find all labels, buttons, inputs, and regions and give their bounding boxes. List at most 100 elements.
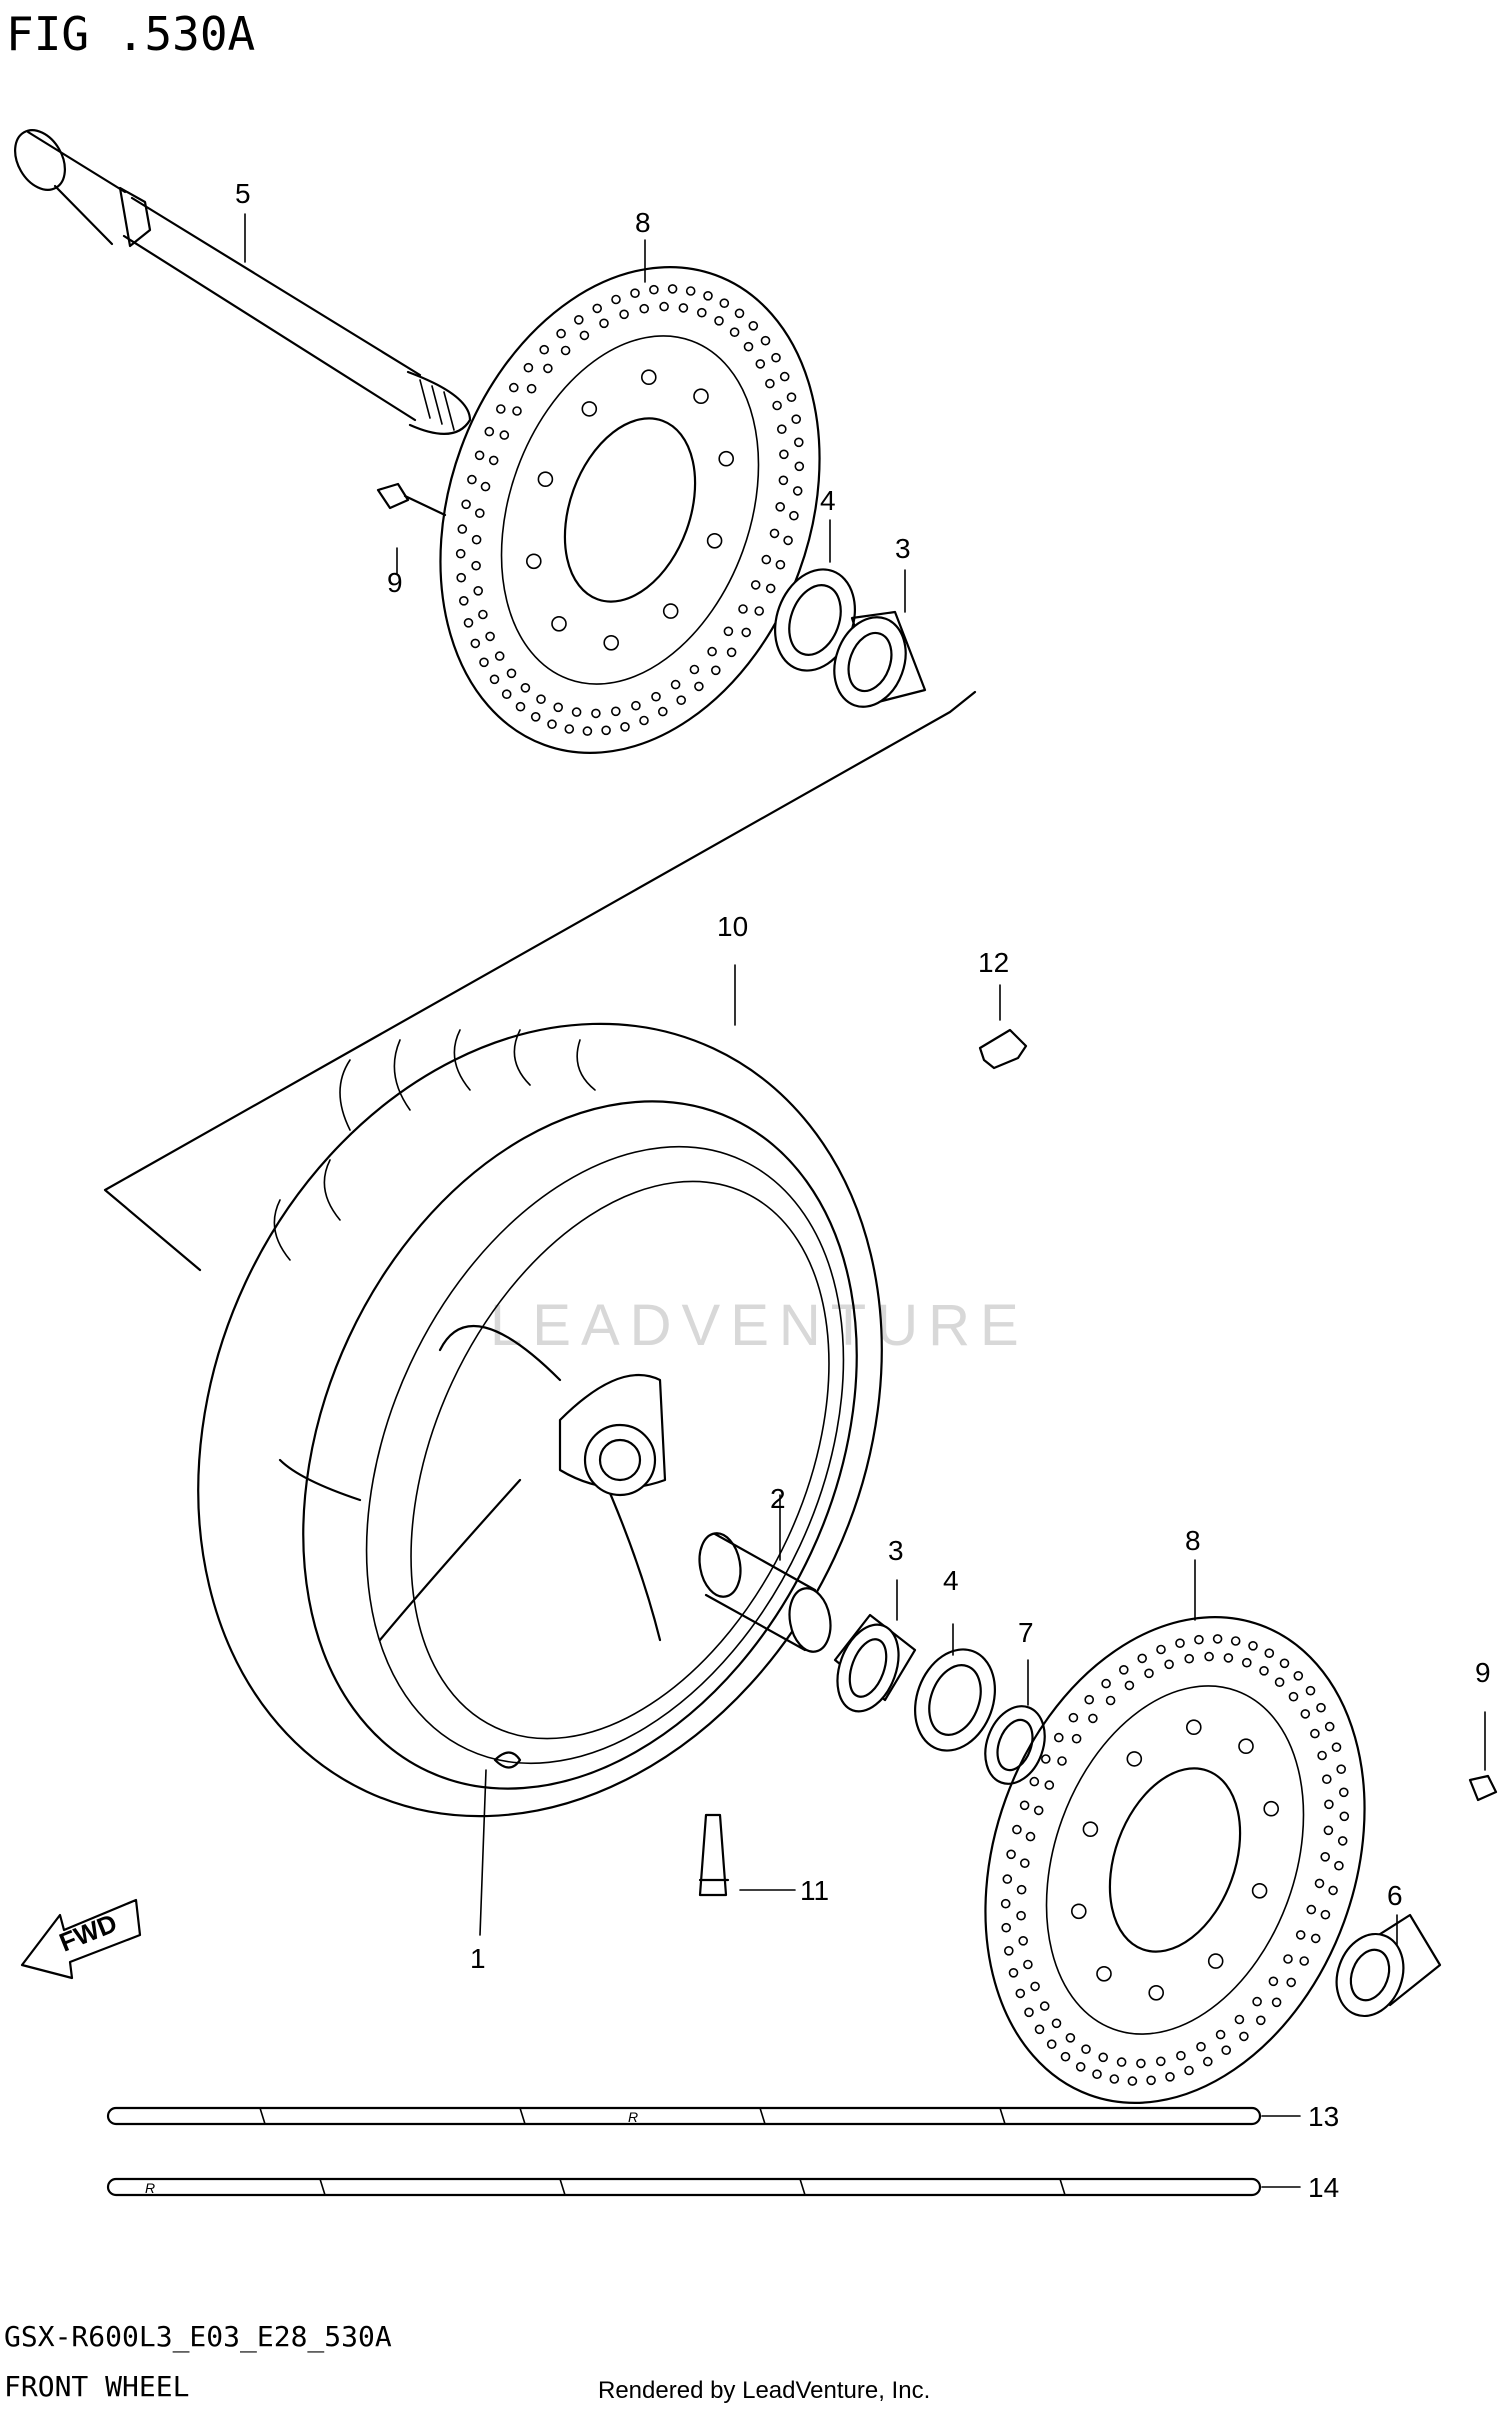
disc-hole bbox=[1041, 1754, 1051, 1764]
disc-hole bbox=[1317, 1750, 1327, 1761]
disc-hole bbox=[723, 626, 734, 637]
disc-hole bbox=[1165, 2072, 1175, 2082]
disc-hole bbox=[1324, 1799, 1334, 1810]
disc-hole bbox=[1127, 2076, 1138, 2086]
disc-hole bbox=[1051, 2018, 1062, 2029]
disc-hole bbox=[484, 426, 495, 437]
callout-9-top: 9 bbox=[387, 567, 403, 598]
disc-hole bbox=[1039, 2001, 1050, 2011]
disc-hole bbox=[1283, 1954, 1293, 1964]
disc-hole bbox=[494, 651, 505, 661]
disc-hole bbox=[1252, 1996, 1262, 2007]
disc-hole bbox=[485, 631, 495, 642]
callout-14: 14 bbox=[1308, 2172, 1339, 2203]
disc-hole bbox=[470, 638, 481, 649]
disc-hole bbox=[662, 603, 679, 619]
disc-hole bbox=[775, 501, 786, 512]
bottom-bearing bbox=[833, 1613, 917, 1713]
bottom-oil-seal bbox=[914, 1648, 996, 1752]
disc-hole bbox=[474, 450, 485, 461]
disc-hole bbox=[1023, 1959, 1033, 1970]
disc-hole bbox=[1268, 1976, 1279, 1987]
disc-hole bbox=[523, 362, 534, 373]
disc-hole bbox=[718, 450, 735, 467]
disc-hole bbox=[1230, 1636, 1241, 1646]
disc-hole bbox=[755, 359, 766, 369]
disc-hole bbox=[603, 634, 620, 651]
callout-9-bottom: 9 bbox=[1475, 1657, 1491, 1688]
disc-hole bbox=[473, 585, 484, 596]
disc-hole bbox=[458, 595, 469, 606]
top-disc-bolt bbox=[376, 482, 447, 517]
disc-hole bbox=[501, 689, 512, 700]
bottom-brake-disc bbox=[984, 1616, 1366, 2104]
disc-hole bbox=[710, 665, 721, 676]
disc-hole bbox=[579, 330, 590, 341]
disc-hole bbox=[765, 583, 776, 594]
disc-hole bbox=[676, 695, 687, 706]
disc-hole bbox=[1279, 1658, 1290, 1669]
disc-hole bbox=[772, 400, 782, 411]
disc-hole bbox=[694, 681, 704, 692]
disc-hole bbox=[1012, 1824, 1022, 1835]
disc-hole bbox=[515, 701, 526, 712]
disc-hole bbox=[1136, 2058, 1146, 2069]
disc-hole bbox=[1001, 1922, 1012, 1933]
disc-hole bbox=[1000, 1898, 1011, 1909]
disc-hole bbox=[1305, 1685, 1316, 1696]
disc-hole bbox=[792, 486, 803, 496]
disc-hole bbox=[685, 286, 696, 296]
disc-hole bbox=[474, 508, 485, 519]
disc-hole bbox=[471, 560, 481, 571]
disc-hole bbox=[1175, 1638, 1185, 1648]
disc-hole bbox=[789, 510, 799, 521]
callout-8-top: 8 bbox=[635, 207, 651, 238]
disc-hole bbox=[1068, 1712, 1079, 1723]
disc-hole bbox=[1221, 2045, 1231, 2055]
disc-hole bbox=[1331, 1742, 1342, 1752]
disc-hole bbox=[651, 691, 661, 702]
disc-hole bbox=[1006, 1849, 1016, 1860]
disc-hole bbox=[1194, 1634, 1204, 1645]
disc-hole bbox=[1015, 1988, 1026, 1999]
disc-hole bbox=[1299, 1956, 1309, 1966]
disc-hole bbox=[1288, 1691, 1299, 1702]
disc-hole bbox=[719, 298, 730, 309]
top-oil-seal bbox=[774, 568, 856, 672]
callout-8-bottom: 8 bbox=[1185, 1525, 1201, 1556]
disc-hole bbox=[591, 708, 601, 719]
disc-hole bbox=[640, 369, 657, 386]
disc-hole bbox=[1186, 1719, 1202, 1735]
disc-hole bbox=[670, 679, 681, 690]
disc-hole bbox=[1295, 1930, 1306, 1940]
disc-hole bbox=[489, 674, 500, 685]
tape-13-mark: R bbox=[628, 2109, 638, 2125]
disc-hole bbox=[1271, 1997, 1282, 2008]
disc-hole bbox=[714, 315, 724, 326]
disc-hole bbox=[592, 303, 603, 314]
disc-hole bbox=[495, 404, 506, 414]
assembly-outline bbox=[103, 690, 977, 1272]
disc-hole bbox=[1239, 2031, 1249, 2042]
disc-hole bbox=[1176, 2050, 1186, 2061]
disc-hole bbox=[573, 314, 584, 325]
disc-hole bbox=[1328, 1885, 1338, 1896]
disc-hole bbox=[729, 327, 740, 338]
disc-hole bbox=[1184, 2065, 1194, 2076]
disc-hole bbox=[693, 388, 709, 405]
disc-hole bbox=[582, 726, 593, 736]
disc-hole bbox=[639, 715, 649, 726]
disc-hole bbox=[1259, 1666, 1269, 1676]
disc-hole bbox=[564, 724, 575, 734]
fwd-arrow: FWD bbox=[20, 1898, 142, 1980]
disc-hole bbox=[1306, 1904, 1317, 1915]
disc-hole bbox=[1057, 1756, 1067, 1766]
disc-hole bbox=[1274, 1677, 1285, 1687]
disc-hole bbox=[1337, 1836, 1348, 1846]
disc-hole bbox=[1098, 2052, 1108, 2063]
disc-hole bbox=[1109, 2074, 1120, 2084]
leader-lines bbox=[244, 213, 1486, 2188]
disc-hole bbox=[1003, 1946, 1014, 1956]
